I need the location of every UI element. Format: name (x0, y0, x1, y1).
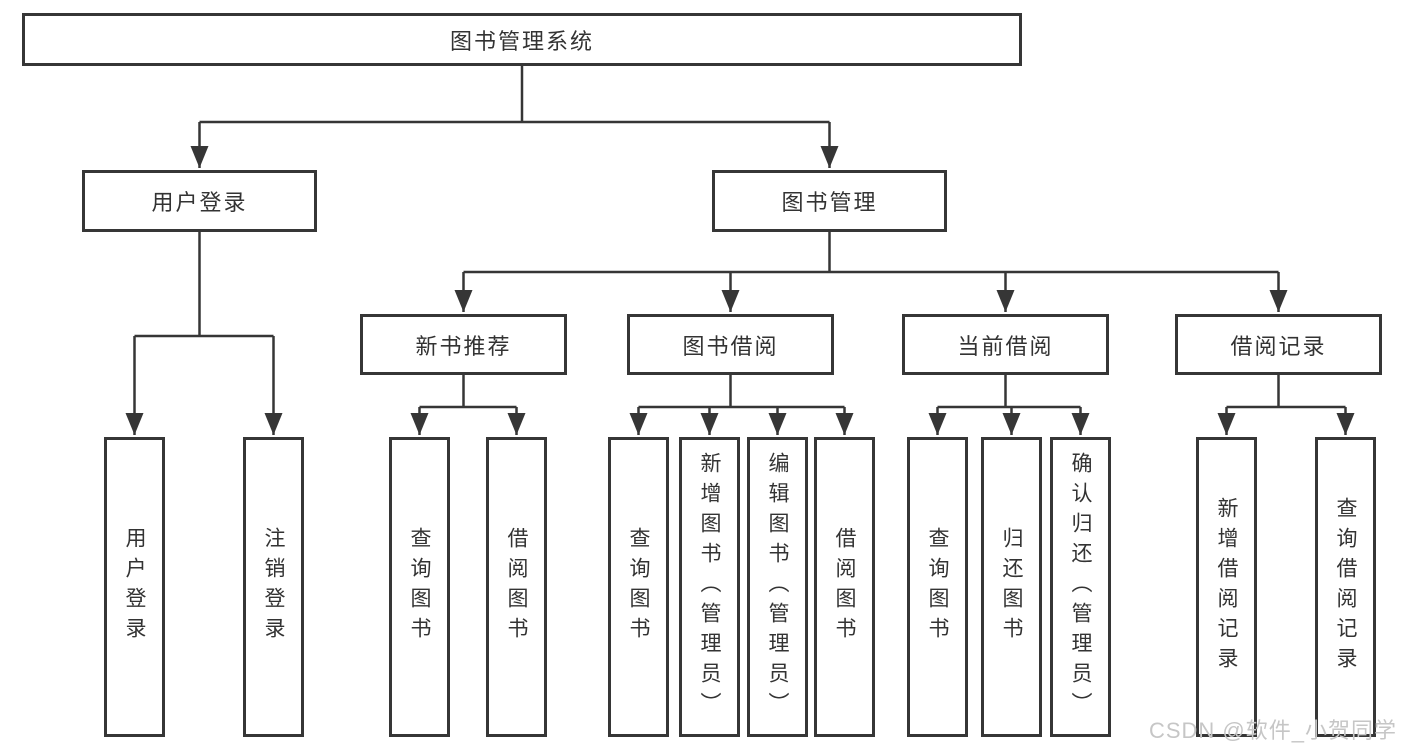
node-current-borrowing: 当前借阅 (902, 314, 1109, 375)
leaf-user-login: 用户登录 (104, 437, 165, 737)
node-label: 借阅图书 (505, 527, 528, 647)
node-label: 归还图书 (1000, 527, 1023, 647)
node-book-borrowing: 图书借阅 (627, 314, 834, 375)
node-label: 查询图书 (408, 527, 431, 647)
leaf-query-books-borrowing: 查询图书 (608, 437, 669, 737)
leaf-add-book-admin: 新增图书（管理员） (679, 437, 740, 737)
leaf-borrow-books-recommend: 借阅图书 (486, 437, 547, 737)
node-label: 编辑图书（管理员） (766, 452, 789, 722)
watermark: CSDN @软件_小贺同学 (1148, 718, 1397, 743)
node-library-management-system: 图书管理系统 (22, 13, 1022, 66)
node-label: 用户登录 (123, 527, 146, 647)
node-label: 用户登录 (151, 190, 248, 215)
leaf-logout: 注销登录 (243, 437, 304, 737)
leaf-return-books: 归还图书 (981, 437, 1042, 737)
node-label: 查询图书 (926, 527, 949, 647)
leaf-confirm-return-admin: 确认归还（管理员） (1050, 437, 1111, 737)
node-label: 图书管理 (781, 190, 878, 215)
leaf-add-borrow-record: 新增借阅记录 (1196, 437, 1257, 737)
leaf-borrow-books-borrowing: 借阅图书 (814, 437, 875, 737)
node-borrowing-records: 借阅记录 (1175, 314, 1382, 375)
node-label: 新增图书（管理员） (698, 452, 721, 722)
node-new-book-recommend: 新书推荐 (360, 314, 567, 375)
leaf-query-borrow-record: 查询借阅记录 (1315, 437, 1376, 737)
leaf-edit-book-admin: 编辑图书（管理员） (747, 437, 808, 737)
node-label: 借阅图书 (833, 527, 856, 647)
node-label: 借阅记录 (1230, 333, 1327, 359)
node-label: 查询图书 (627, 527, 650, 647)
leaf-query-books-recommend: 查询图书 (389, 437, 450, 737)
leaf-query-books-current: 查询图书 (907, 437, 968, 737)
node-label: 注销登录 (262, 527, 285, 647)
node-label: 确认归还（管理员） (1069, 452, 1092, 722)
node-label: 查询借阅记录 (1334, 497, 1357, 677)
node-label: 新增借阅记录 (1215, 497, 1238, 677)
node-label: 新书推荐 (415, 333, 512, 359)
node-label: 图书管理系统 (449, 28, 594, 54)
node-label: 图书借阅 (682, 333, 779, 359)
node-label: 当前借阅 (957, 333, 1054, 359)
node-user-login: 用户登录 (82, 170, 317, 232)
node-book-management: 图书管理 (712, 170, 947, 232)
